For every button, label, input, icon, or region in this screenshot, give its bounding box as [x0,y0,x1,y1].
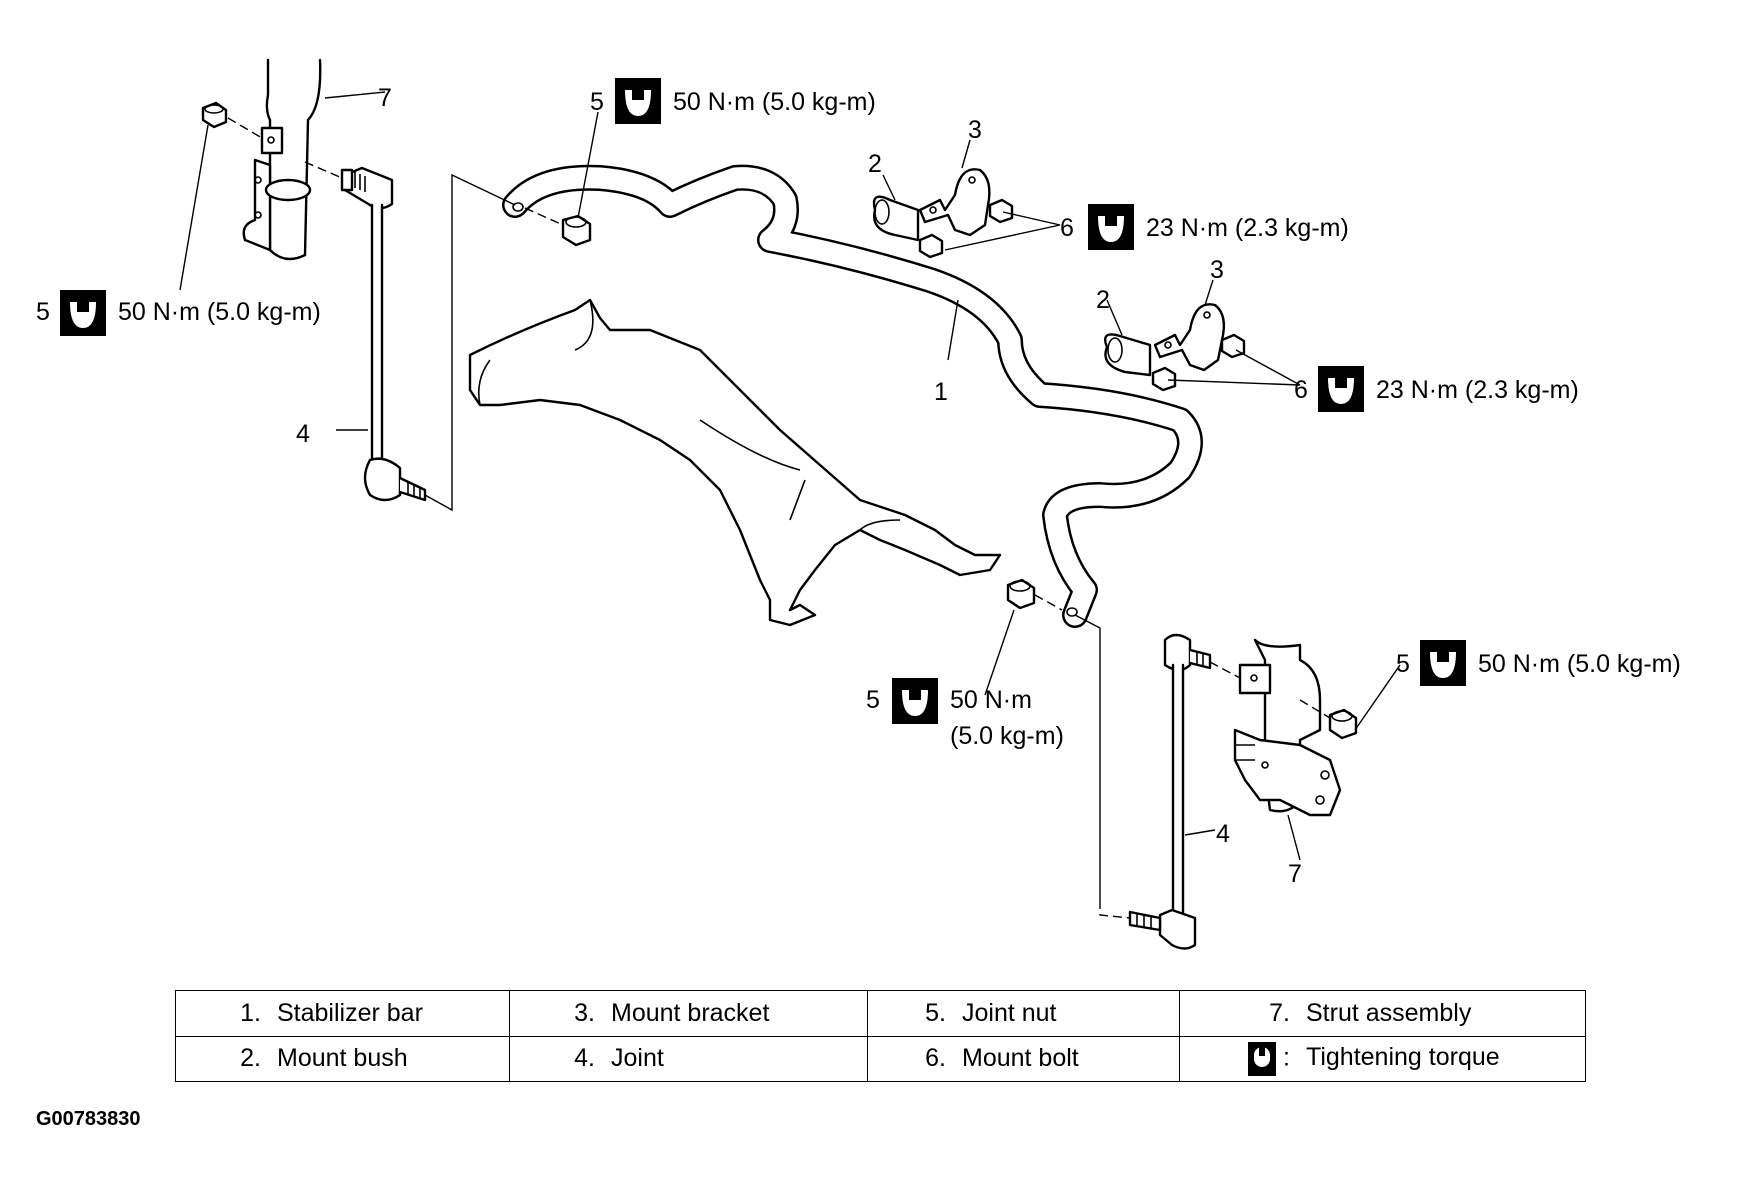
legend-cell: 6.Mount bolt [867,1035,1180,1082]
mount-bush-lower [1104,333,1152,377]
figure-code: G00783830 [36,1108,141,1130]
legend-row: 2.Mount bush 4.Joint 6.Mount bolt :Tight… [175,1035,1586,1082]
joint-left [340,166,427,502]
mount-bolt-lower-a [1220,333,1246,359]
svg-text:5: 5 [36,298,50,326]
label-bracket-lower: 3 [1210,256,1224,284]
mount-bush-upper [872,195,920,242]
svg-text:23 N·m (2.3 kg-m): 23 N·m (2.3 kg-m) [1146,214,1349,242]
legend-cell: 1.Stabilizer bar [175,990,510,1037]
callout-mount-bolt-lower: 6 23 N·m (2.3 kg-m) [1294,366,1579,412]
torque-wrench-icon [60,290,106,336]
legend-cell: 4.Joint [509,1035,868,1082]
torque-wrench-icon [1318,366,1364,412]
strut-assembly-right [1233,638,1342,817]
mount-bracket-upper [918,168,991,237]
mount-bolt-upper-b [918,233,944,259]
label-joint-right: 4 [1216,820,1230,848]
joint-right [1128,633,1212,950]
svg-text:50 N·m: 50 N·m [950,686,1032,714]
svg-text:50 N·m (5.0 kg-m): 50 N·m (5.0 kg-m) [118,298,321,326]
callout-joint-nut-top-center: 5 50 N·m (5.0 kg-m) [590,78,876,124]
callout-joint-nut-top-left: 5 50 N·m (5.0 kg-m) [36,290,321,336]
label-bracket-upper: 3 [968,116,982,144]
torque-wrench-icon [1248,1041,1277,1076]
label-joint-left: 4 [296,420,310,448]
torque-wrench-icon [615,78,661,124]
callout-mount-bolt-upper: 6 23 N·m (2.3 kg-m) [1060,204,1349,250]
legend-cell: 7.Strut assembly [1179,990,1586,1037]
strut-assembly-left [242,58,322,261]
svg-text:23 N·m (2.3 kg-m): 23 N·m (2.3 kg-m) [1376,376,1579,404]
leader-lines [179,91,1401,861]
label-bush-upper: 2 [868,150,882,178]
svg-text:5: 5 [590,88,604,116]
torque-wrench-icon [892,678,938,724]
stabilizer-bar [502,164,1203,628]
label-strut-bottom: 7 [1288,860,1302,888]
torque-wrench-icon [1088,204,1134,250]
label-bush-lower: 2 [1096,286,1110,314]
joint-nut-bottom-center [1006,578,1036,610]
torque-wrench-icon [1420,640,1466,686]
joint-nut-top-left [201,101,228,129]
svg-text:50 N·m (5.0 kg-m): 50 N·m (5.0 kg-m) [673,88,876,116]
svg-text:6: 6 [1060,214,1074,242]
svg-text:(5.0 kg-m): (5.0 kg-m) [950,722,1064,750]
legend-cell: 5.Joint nut [867,990,1180,1037]
svg-text:5: 5 [1396,650,1410,678]
joint-nut-right [1328,708,1358,740]
legend-cell: 3.Mount bracket [509,990,868,1037]
mount-bracket-lower [1153,303,1226,372]
legend-cell: 2.Mount bush [175,1035,510,1082]
parts-legend-table: 1.Stabilizer bar 3.Mount bracket 5.Joint… [175,990,1586,1082]
mount-bolt-upper-a [988,198,1014,224]
label-strut-top: 7 [378,84,392,112]
joint-nut-top-center [561,214,592,247]
legend-cell: :Tightening torque [1179,1035,1586,1082]
legend-row: 1.Stabilizer bar 3.Mount bracket 5.Joint… [175,990,1586,1037]
crossmember [468,298,1002,627]
label-stabilizer: 1 [934,378,948,406]
svg-text:6: 6 [1294,376,1308,404]
mount-bolt-lower-b [1151,366,1177,392]
callout-joint-nut-right: 5 50 N·m (5.0 kg-m) [1396,640,1681,686]
svg-text:50 N·m (5.0 kg-m): 50 N·m (5.0 kg-m) [1478,650,1681,678]
svg-text:5: 5 [866,686,880,714]
callout-joint-nut-bottom-center: 5 50 N·m (5.0 kg-m) [866,678,1064,750]
